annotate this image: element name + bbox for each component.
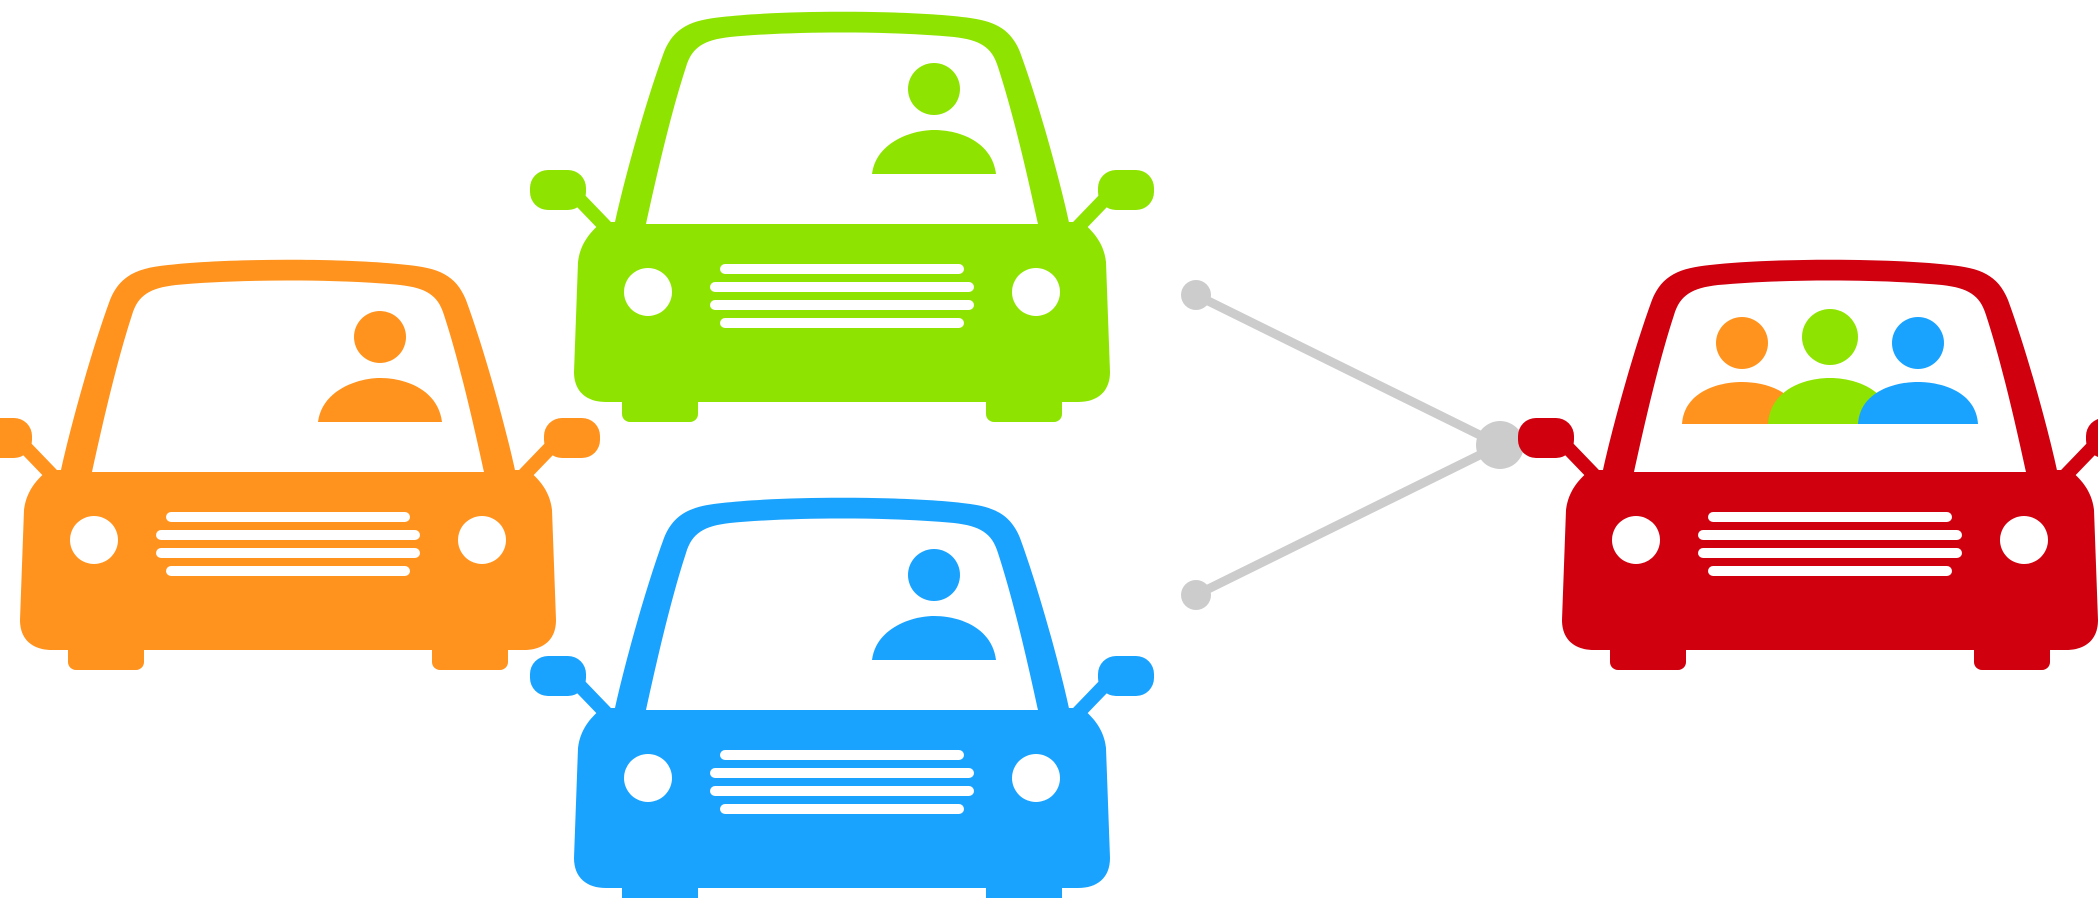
car-red-shared [1518, 260, 2098, 670]
car-blue [530, 498, 1154, 898]
merge-connector [1181, 280, 1524, 610]
car-green [530, 12, 1154, 422]
car-orange [0, 260, 600, 670]
